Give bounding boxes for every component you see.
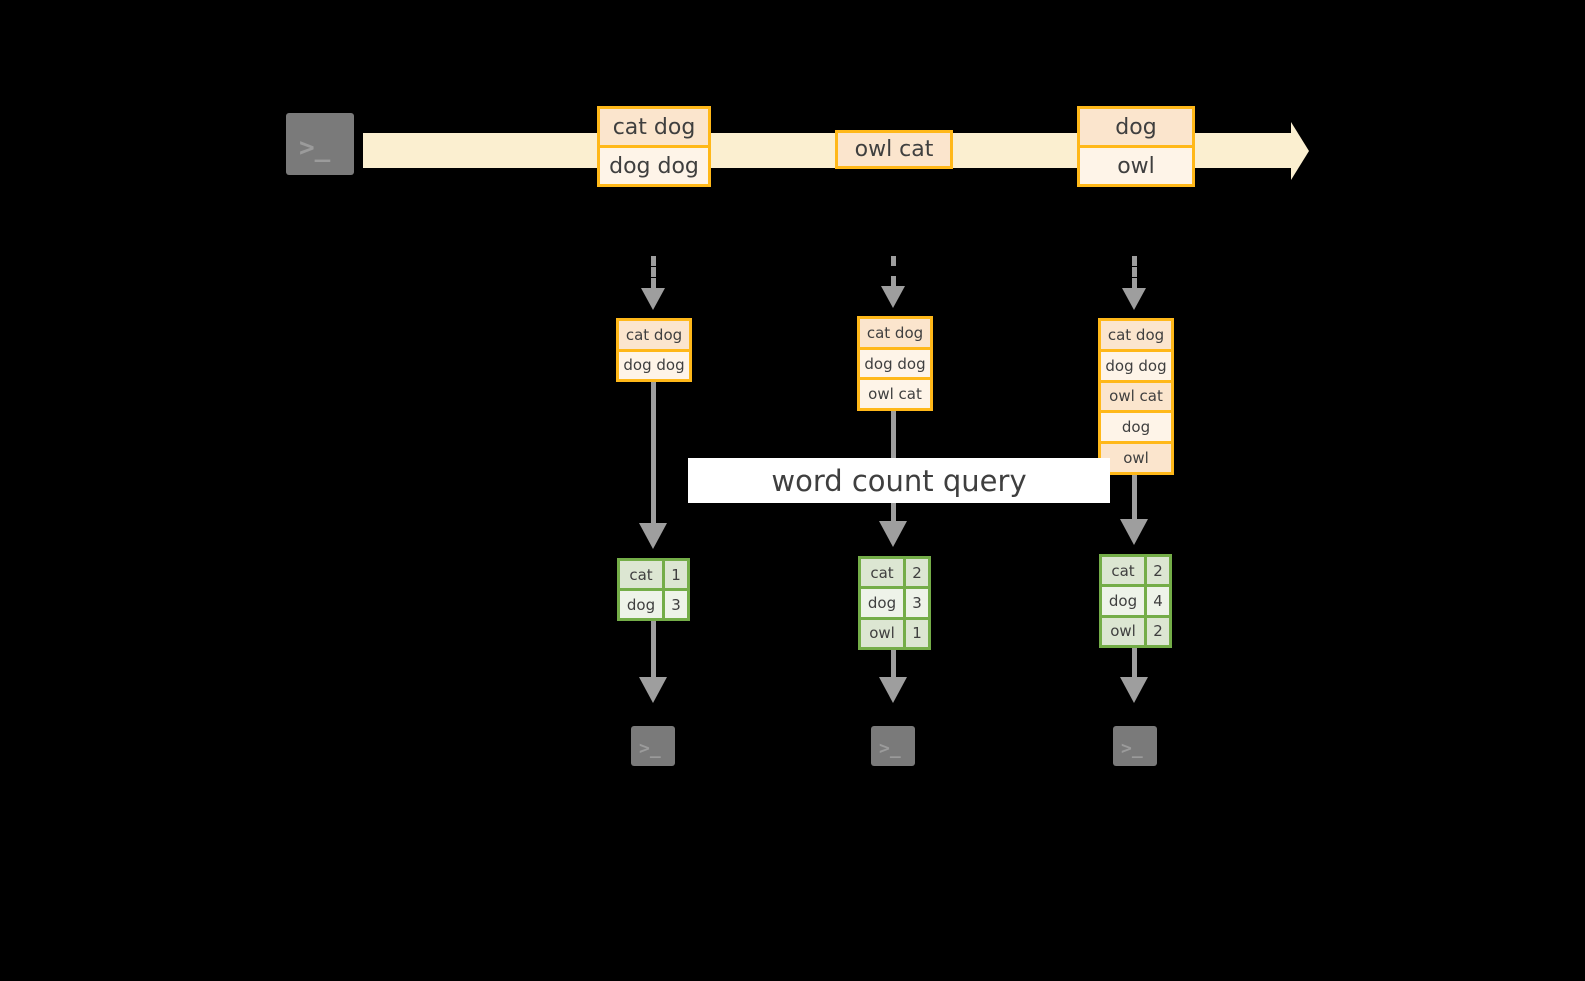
snapshot-input-line: cat dog — [860, 319, 930, 347]
table-row: dog 3 — [861, 586, 928, 617]
source-terminal-icon[interactable]: >_ — [277, 104, 363, 184]
snapshot-input-line: dog dog — [860, 346, 930, 378]
snapshot-1-tap-dashed-line — [651, 256, 656, 288]
snapshot-2-result-table: cat 2 dog 3 owl 1 — [858, 556, 931, 650]
terminal-screen — [871, 726, 915, 766]
snapshot-2-input-stack: cat dog dog dog owl cat — [857, 316, 933, 411]
result-word: owl — [1102, 617, 1144, 645]
snapshot-input-line: owl — [1101, 441, 1171, 472]
stream-record-group-1: cat dog dog dog — [597, 106, 711, 187]
snapshot-2-tap-dashed-line — [891, 256, 896, 286]
snapshot-1-query-line — [651, 382, 656, 523]
snapshot-1-sink-terminal-icon[interactable]: >_ — [622, 717, 684, 775]
snapshot-1-tap-arrowhead — [641, 288, 665, 310]
result-word: dog — [620, 591, 662, 618]
snapshot-input-line: owl cat — [860, 377, 930, 409]
snapshot-1-sink-line — [651, 621, 656, 677]
terminal-prompt-glyph: >_ — [1121, 738, 1143, 759]
table-row: owl 1 — [861, 616, 928, 647]
snapshot-1-input-stack: cat dog dog dog — [616, 318, 692, 382]
snapshot-3-tap-dashed-line — [1132, 256, 1137, 288]
stream-record-group-3: dog owl — [1077, 106, 1195, 187]
snapshot-input-line: owl cat — [1101, 379, 1171, 411]
result-word: dog — [861, 589, 903, 617]
query-label: word count query — [688, 458, 1110, 503]
terminal-prompt-glyph: >_ — [879, 738, 901, 759]
snapshot-2-sink-line — [891, 650, 896, 677]
snapshot-3-sink-arrowhead — [1120, 677, 1148, 703]
result-count: 2 — [903, 559, 928, 587]
snapshot-3-input-stack: cat dog dog dog owl cat dog owl — [1098, 318, 1174, 475]
snapshot-2-sink-terminal-icon[interactable]: >_ — [862, 717, 924, 775]
snapshot-1-sink-arrowhead — [639, 677, 667, 703]
table-row: owl 2 — [1102, 614, 1169, 645]
snapshot-3-sink-line — [1132, 648, 1137, 677]
table-row: dog 3 — [620, 588, 687, 618]
result-count: 2 — [1144, 617, 1169, 645]
result-count: 2 — [1144, 557, 1169, 585]
snapshot-1-result-table: cat 1 dog 3 — [617, 558, 690, 621]
snapshot-3-sink-terminal-icon[interactable]: >_ — [1104, 717, 1166, 775]
stream-bar-arrowhead — [1291, 122, 1309, 180]
result-count: 3 — [662, 591, 687, 618]
snapshot-input-line: dog dog — [619, 348, 689, 379]
result-count: 1 — [903, 619, 928, 647]
stream-record-line: cat dog — [600, 109, 708, 145]
result-count: 4 — [1144, 587, 1169, 615]
stream-record-line: owl cat — [838, 133, 950, 166]
stream-record-line: owl — [1080, 145, 1192, 184]
snapshot-3-query-arrowhead — [1120, 519, 1148, 545]
snapshot-input-line: dog — [1101, 410, 1171, 442]
snapshot-input-line: dog dog — [1101, 348, 1171, 380]
table-row: cat 1 — [620, 561, 687, 588]
terminal-screen — [631, 726, 675, 766]
result-word: owl — [861, 619, 903, 647]
result-count: 1 — [662, 561, 687, 588]
snapshot-input-line: cat dog — [619, 321, 689, 349]
result-word: cat — [620, 561, 662, 588]
snapshot-3-query-line — [1132, 475, 1137, 519]
terminal-screen — [1113, 726, 1157, 766]
table-row: cat 2 — [861, 559, 928, 587]
terminal-prompt-glyph: >_ — [299, 133, 331, 163]
snapshot-3-result-table: cat 2 dog 4 owl 2 — [1099, 554, 1172, 648]
stream-record-group-2: owl cat — [835, 130, 953, 169]
table-row: dog 4 — [1102, 584, 1169, 615]
stream-record-line: dog dog — [600, 145, 708, 184]
snapshot-3-tap-arrowhead — [1122, 288, 1146, 310]
terminal-prompt-glyph: >_ — [639, 738, 661, 759]
snapshot-2-query-arrowhead — [879, 521, 907, 547]
result-word: cat — [861, 559, 903, 587]
terminal-screen — [286, 113, 354, 175]
result-word: cat — [1102, 557, 1144, 585]
result-count: 3 — [903, 589, 928, 617]
stream-record-line: dog — [1080, 109, 1192, 145]
snapshot-1-query-arrowhead — [639, 523, 667, 549]
table-row: cat 2 — [1102, 557, 1169, 585]
snapshot-2-sink-arrowhead — [879, 677, 907, 703]
snapshot-input-line: cat dog — [1101, 321, 1171, 349]
snapshot-2-tap-arrowhead — [881, 286, 905, 308]
result-word: dog — [1102, 587, 1144, 615]
